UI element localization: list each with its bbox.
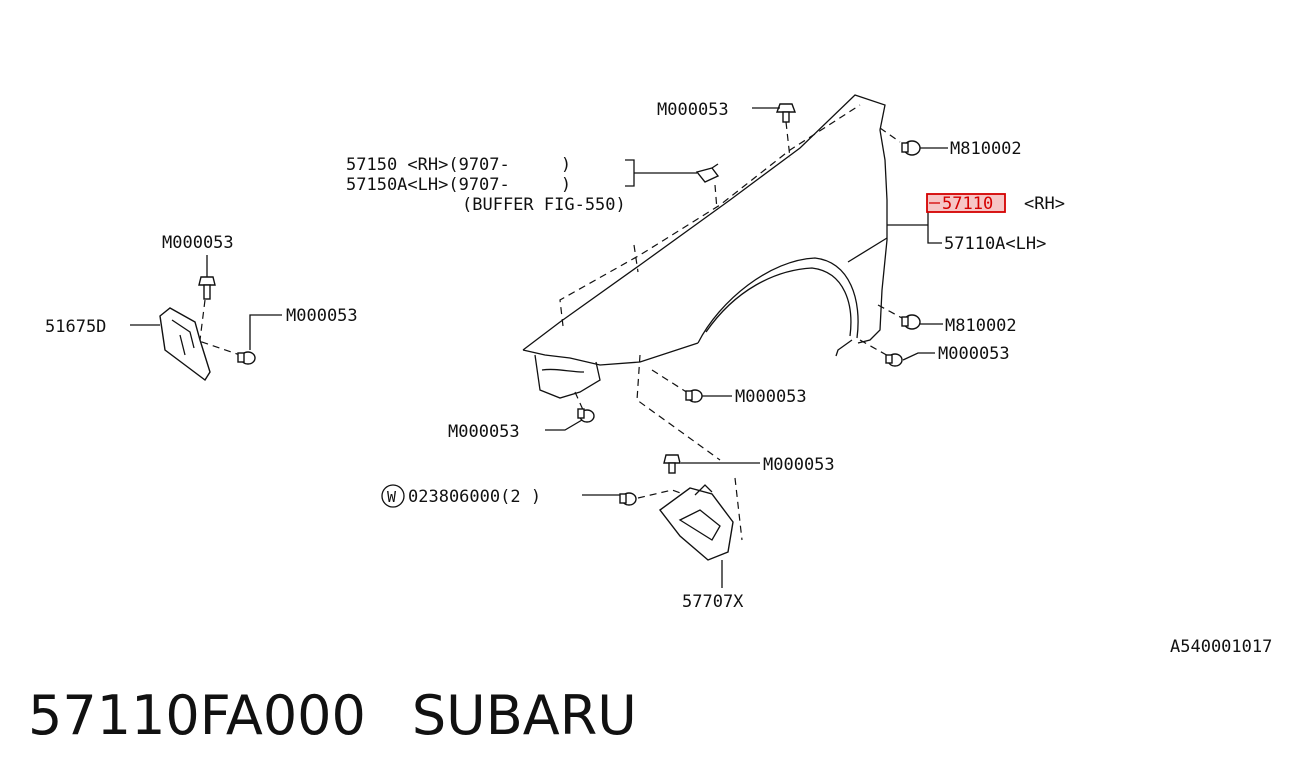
label-fender-rh-number[interactable]: 57110 [942,194,993,214]
label-m810002-bottom: M810002 [945,316,1017,336]
label-bracket-51675d: 51675D [45,317,106,337]
label-buffer-lh: 57150A<LH>(9707- ) [346,175,571,195]
label-m000053-right: M000053 [938,344,1010,364]
label-m000053-lower: M000053 [763,455,835,475]
part-number: 57110FA000 [28,684,366,747]
guide-line [879,127,901,143]
guide-line [651,369,689,394]
label-washer-part: 023806000(2 ) [408,487,541,507]
clip-icon [695,163,720,183]
guide-line [189,337,241,356]
leader-line [625,159,635,187]
label-washer-symbol: W [387,488,397,506]
label-m000053-left-side: M000053 [286,306,358,326]
bolt-icon [685,389,703,403]
guide-line [785,121,791,159]
leader-line [545,419,583,431]
bracket-51675d [159,307,211,382]
label-bracket-57707x: 57707X [682,592,744,612]
leader-line [902,352,935,361]
brand-name: SUBARU [411,684,637,747]
label-m000053-top: M000053 [657,100,729,120]
bolt-icon [901,140,921,156]
label-m000053-left-top: M000053 [162,233,234,253]
bolt-icon [663,454,681,474]
bolt-icon [885,353,903,367]
figure-code: A540001017 [1170,637,1272,657]
guide-line [199,299,206,341]
label-fender-rh-side: <RH> [1024,194,1065,214]
label-fender-lh: 57110A<LH> [944,234,1046,254]
guide-line [714,184,718,211]
bolt-icon [577,408,595,423]
label-m000053-lower-left: M000053 [448,422,520,442]
guide-line [859,339,891,358]
bolt-icon [237,351,256,365]
part-title: 57110FA000 SUBARU [28,684,637,754]
label-m000053-mid: M000053 [735,387,807,407]
bolt-icon [901,314,921,330]
leader-line [927,203,942,244]
washer-symbol-icon [381,484,405,508]
fender-flange-edge [559,104,861,327]
parts-diagram: M000053 M810002 57150 <RH>(9707- ) 57150… [45,94,1272,657]
guide-line [877,304,903,319]
bolt-icon [198,276,216,300]
guide-line [636,354,721,461]
guide-line [734,477,743,541]
highlight-box-57110 [926,193,1006,213]
fender-panel [522,94,888,399]
label-m810002-top: M810002 [950,139,1022,159]
bracket-57707x [659,484,734,561]
label-buffer-ref: (BUFFER FIG-550) [462,195,626,215]
label-buffer-rh: 57150 <RH>(9707- ) [346,155,571,175]
leader-line [249,314,282,350]
guide-line [633,244,639,273]
bolt-icon [775,103,797,123]
washer-bolt-icon [619,492,637,506]
